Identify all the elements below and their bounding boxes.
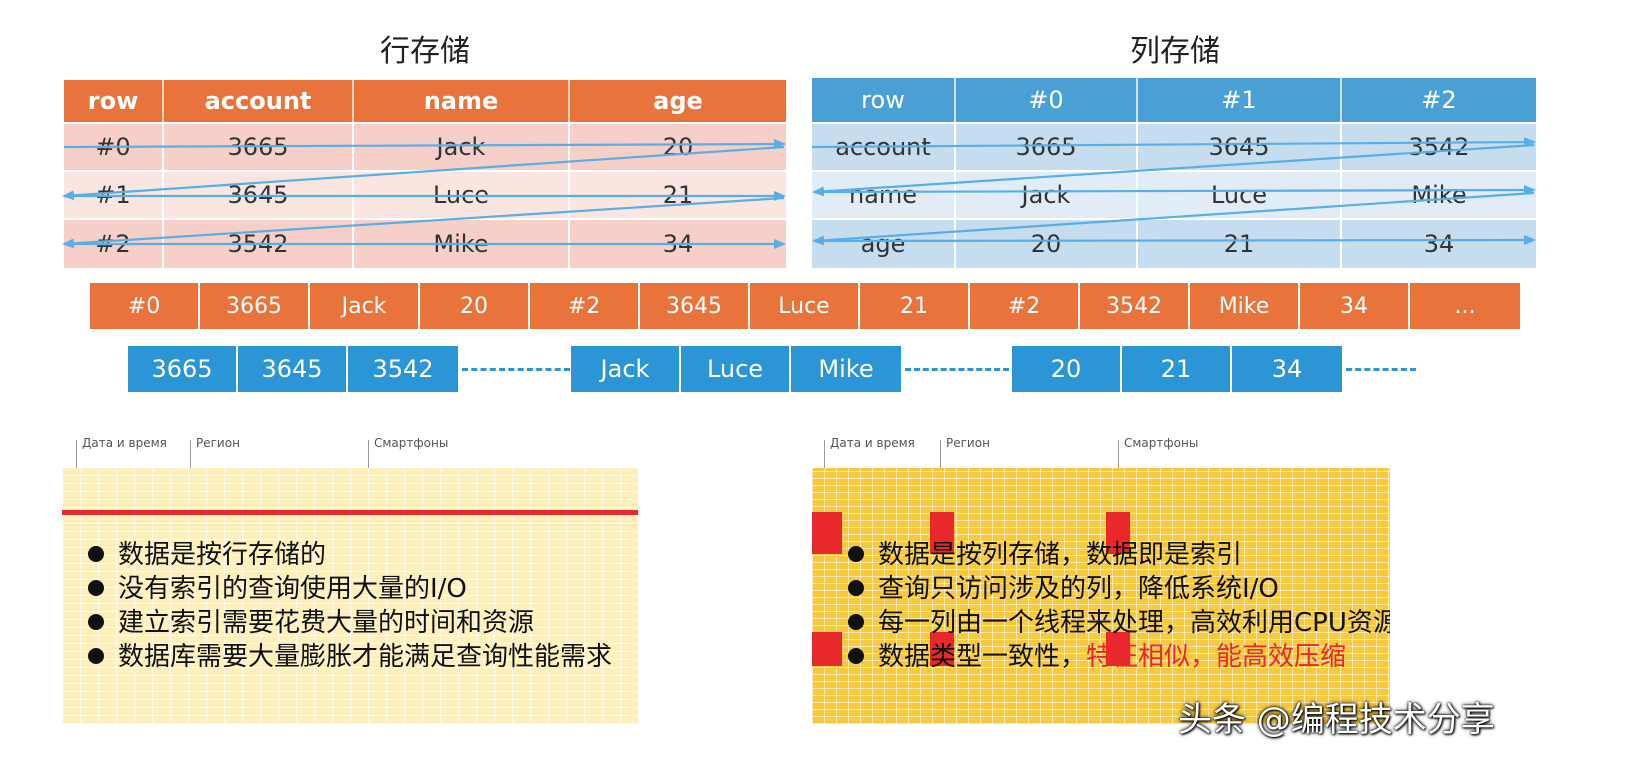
col-header-1: #1: [1138, 78, 1342, 122]
strip-cell: Luce: [750, 283, 860, 329]
mini-label-phones: Смартфоны: [374, 436, 449, 450]
bullet-icon: [88, 579, 104, 596]
table-cell: name: [812, 172, 956, 220]
scan-arrows: [62, 137, 1536, 249]
col-header-2: #2: [1342, 78, 1536, 122]
mini-tick: [76, 440, 77, 470]
list-item: 建立索引需要花费大量的时间和资源: [88, 602, 534, 639]
table-cell: 21: [1138, 220, 1342, 268]
strip-cell: #2: [970, 283, 1080, 329]
col-store-title: 列存储: [1130, 34, 1220, 69]
table-cell: age: [812, 220, 956, 268]
table-cell: 34: [1342, 220, 1536, 268]
strip-cell: 3665: [200, 283, 310, 329]
table-cell: Jack: [354, 124, 570, 172]
row-header-account: account: [164, 80, 354, 122]
mini-label-datetime: Дата и время: [830, 436, 915, 450]
row-arrow-4: [62, 196, 785, 249]
strip-cell: 20: [420, 283, 530, 329]
mini-label-datetime: Дата и время: [82, 436, 167, 450]
col-store-panel: 数据是按列存储，数据即是索引 查询只访问涉及的列，降低系统I/O 每一列由一个线…: [812, 468, 1390, 724]
bullet-icon: [88, 613, 104, 630]
col-storage-strip: 3665 3645 3542 Jack Luce Mike 20 21 34: [128, 346, 1418, 392]
row-header-row: row: [64, 80, 164, 122]
bullet-icon: [848, 613, 864, 630]
strip-cell: Mike: [1190, 283, 1300, 329]
mini-label-phones: Смартфоны: [1124, 436, 1199, 450]
bullet-icon: [848, 579, 864, 596]
col-arrow-2: [812, 143, 1535, 197]
strip-cell: Mike: [791, 346, 901, 392]
strip-cell: 21: [860, 283, 970, 329]
strip-cell: ...: [1410, 283, 1520, 329]
strip-cell: 34: [1232, 346, 1342, 392]
dash-separator: [462, 368, 570, 371]
strip-cell: 21: [1122, 346, 1232, 392]
col-header-0: #0: [956, 78, 1138, 122]
col-arrow-3: [813, 185, 1536, 196]
col-arrow-4: [812, 191, 1535, 246]
table-cell: 3665: [164, 124, 354, 172]
strip-cell: 3645: [238, 346, 348, 392]
col-arrow-1: [811, 137, 1536, 149]
strip-cell: 34: [1300, 283, 1410, 329]
col-header-row: row: [812, 78, 956, 122]
list-item: 数据是按行存储的: [88, 534, 326, 571]
col-arrow-5: [813, 235, 1536, 246]
mini-tick: [940, 440, 941, 470]
col-highlight-block: [812, 512, 842, 554]
bullet-icon: [848, 545, 864, 562]
list-item: 数据是按列存储，数据即是索引: [848, 534, 1242, 571]
strip-cell: 3665: [128, 346, 238, 392]
list-item: 没有索引的查询使用大量的I/O: [88, 568, 467, 605]
list-item: 数据类型一致性，特征相似，能高效压缩: [848, 636, 1346, 673]
col-highlight-block: [1106, 632, 1130, 666]
row-arrow-2: [62, 145, 785, 201]
bullet-icon: [848, 647, 864, 664]
strip-cell: #0: [90, 283, 200, 329]
strip-cell: 3542: [348, 346, 458, 392]
strip-cell: Jack: [310, 283, 420, 329]
col-highlight-block: [1106, 512, 1130, 554]
strip-cell: 20: [1012, 346, 1122, 392]
mini-tick: [190, 440, 191, 470]
mini-tick: [368, 440, 369, 470]
row-highlight-line: [62, 510, 638, 515]
list-item: 查询只访问涉及的列，降低系统I/O: [848, 568, 1279, 605]
row-storage-strip: #0 3665 Jack 20 #2 3645 Luce 21 #2 3542 …: [90, 283, 1520, 329]
strip-cell: 3542: [1080, 283, 1190, 329]
strip-cell: Jack: [571, 346, 681, 392]
list-item: 每一列由一个线程来处理，高效利用CPU资源: [848, 602, 1390, 639]
row-arrow-1: [63, 139, 786, 150]
bullet-icon: [88, 545, 104, 562]
highlight-text: 特征相似，能高效压缩: [1086, 642, 1347, 672]
mini-label-region: Регион: [196, 436, 240, 450]
dash-separator: [905, 368, 1009, 371]
col-highlight-block: [930, 632, 954, 666]
row-header-age: age: [570, 80, 786, 122]
dash-separator: [1346, 368, 1416, 371]
col-highlight-block: [812, 632, 842, 666]
mini-tick: [824, 440, 825, 470]
table-cell: 20: [570, 124, 786, 172]
watermark: 头条 @编程技术分享: [1178, 700, 1495, 740]
col-highlight-block: [930, 512, 954, 554]
list-item: 数据库需要大量膨胀才能满足查询性能需求: [88, 636, 612, 673]
bullet-icon: [88, 647, 104, 664]
row-store-title: 行存储: [380, 34, 470, 69]
row-store-panel: 数据是按行存储的 没有索引的查询使用大量的I/O 建立索引需要花费大量的时间和资…: [62, 468, 638, 724]
strip-cell: 3645: [640, 283, 750, 329]
strip-cell: Luce: [681, 346, 791, 392]
mini-label-region: Регион: [946, 436, 990, 450]
table-cell: 3665: [956, 124, 1138, 172]
mini-tick: [1118, 440, 1119, 470]
strip-cell: #2: [530, 283, 640, 329]
row-header-name: name: [354, 80, 570, 122]
table-cell: 20: [956, 220, 1138, 268]
